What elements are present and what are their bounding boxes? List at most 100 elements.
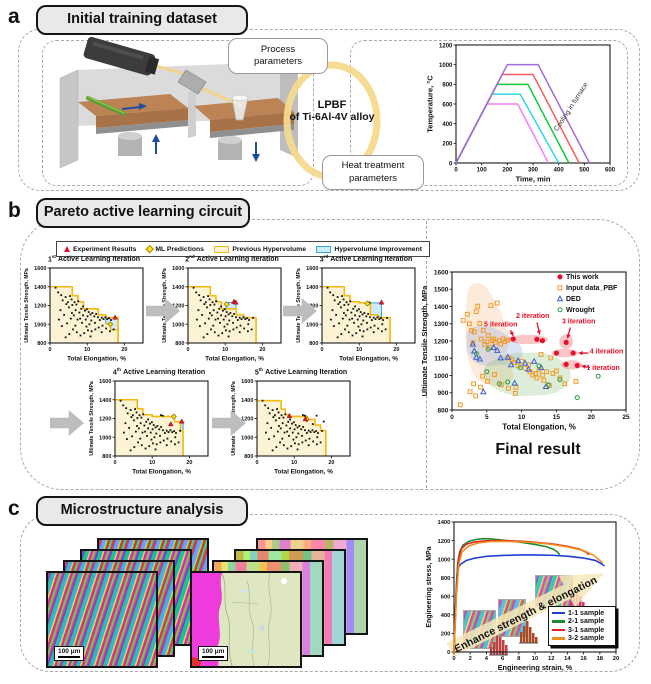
panel-b-border xyxy=(20,219,640,490)
svg-text:1600: 1600 xyxy=(434,269,449,276)
svg-text:8: 8 xyxy=(517,656,521,662)
svg-text:400: 400 xyxy=(441,613,451,619)
svg-text:1400: 1400 xyxy=(34,285,46,291)
svg-text:Total Elongation, %: Total Elongation, % xyxy=(67,356,126,363)
ebsd-map-coarse-1: 100 μm xyxy=(190,571,302,668)
svg-text:1000: 1000 xyxy=(306,322,318,328)
panel-a-title: Initial training dataset xyxy=(36,5,248,35)
svg-text:Time, min: Time, min xyxy=(516,175,551,184)
lpbf-subtitle: of Ti-6Al-4V alloy xyxy=(289,111,375,123)
mirror-icon xyxy=(177,69,207,95)
svg-text:6: 6 xyxy=(501,656,505,662)
line-swatch-icon xyxy=(552,637,565,641)
svg-text:200: 200 xyxy=(502,167,513,173)
svg-text:1000: 1000 xyxy=(34,322,46,328)
svg-text:1600: 1600 xyxy=(99,379,111,385)
svg-text:Cooling in furnace: Cooling in furnace xyxy=(553,81,590,132)
svg-text:0: 0 xyxy=(454,167,458,173)
svg-text:300: 300 xyxy=(528,167,539,173)
svg-text:1200: 1200 xyxy=(434,338,449,345)
svg-text:1400: 1400 xyxy=(306,285,318,291)
panel-a-label: a xyxy=(8,5,20,28)
svg-text:1100: 1100 xyxy=(434,356,448,363)
line-swatch-icon xyxy=(552,620,565,623)
svg-text:0: 0 xyxy=(450,414,454,421)
svg-text:20: 20 xyxy=(259,347,265,353)
lpbf-center-text: LPBF of Ti-6Al-4V alloy xyxy=(282,99,382,123)
svg-text:10: 10 xyxy=(84,347,90,353)
process-parameters-line2: parameters xyxy=(253,56,303,67)
panel-b-label: b xyxy=(8,199,21,222)
svg-text:1400: 1400 xyxy=(434,304,449,311)
svg-text:Total Elongation, %: Total Elongation, % xyxy=(274,469,333,476)
svg-text:20: 20 xyxy=(588,414,596,421)
svg-text:400: 400 xyxy=(442,122,453,128)
panel-c-title: Microstructure analysis xyxy=(36,496,248,526)
svg-text:14: 14 xyxy=(564,656,571,662)
svg-text:1000: 1000 xyxy=(439,63,453,69)
final-result-caption: Final result xyxy=(495,441,581,458)
svg-text:0: 0 xyxy=(186,347,189,353)
printer-box-border xyxy=(42,40,314,186)
svg-text:1200: 1200 xyxy=(241,417,253,423)
svg-text:16: 16 xyxy=(580,656,587,662)
heat-parameters-line1: Heat treatment xyxy=(341,160,405,172)
svg-text:1600: 1600 xyxy=(306,266,318,272)
svg-text:600: 600 xyxy=(442,102,453,108)
histogram-icon xyxy=(489,631,508,656)
svg-text:0: 0 xyxy=(447,650,450,656)
legend-prev-label: Previous Hypervolume xyxy=(232,245,306,253)
svg-text:1 iteration: 1 iteration xyxy=(586,365,619,372)
svg-text:10: 10 xyxy=(222,347,228,353)
panel-b-title: Pareto active learning circuit xyxy=(36,198,250,228)
svg-text:5: 5 xyxy=(485,414,489,421)
svg-text:25: 25 xyxy=(622,414,630,421)
svg-text:600: 600 xyxy=(605,167,616,173)
svg-text:Ultimate Tensile Strength, MPa: Ultimate Tensile Strength, MPa xyxy=(24,268,30,343)
svg-text:10: 10 xyxy=(356,347,362,353)
histogram-icon xyxy=(519,621,538,644)
panel-c-border xyxy=(20,514,640,672)
svg-text:1400: 1400 xyxy=(437,520,450,526)
svg-text:800: 800 xyxy=(175,341,184,347)
heat-chart-border xyxy=(350,40,628,186)
svg-text:10: 10 xyxy=(291,460,297,466)
svg-text:20: 20 xyxy=(186,460,192,466)
svg-text:Total Elongation, %: Total Elongation, % xyxy=(502,423,576,432)
svg-text:100: 100 xyxy=(477,167,488,173)
svg-text:200: 200 xyxy=(441,632,451,638)
svg-text:Total Elongation, %: Total Elongation, % xyxy=(339,356,398,363)
svg-text:10: 10 xyxy=(532,656,538,662)
svg-text:18: 18 xyxy=(597,656,604,662)
line-swatch-icon xyxy=(552,611,565,615)
heat-treatment-parameters-box: Heat treatment parameters xyxy=(322,155,424,190)
pareto-legend-bar: Experiment Results ML Predictions Previo… xyxy=(56,241,430,257)
svg-text:3 iteration: 3 iteration xyxy=(562,318,595,325)
red-triangle-icon xyxy=(64,246,70,252)
svg-text:Engineering stress, MPa: Engineering stress, MPa xyxy=(426,546,433,627)
svg-text:1000: 1000 xyxy=(172,322,184,328)
stress-legend: 1-1 sample 2-1 sample 3-1 sample 3-2 sam… xyxy=(548,606,616,646)
panel-b-divider xyxy=(426,221,427,488)
svg-text:2: 2 xyxy=(469,656,472,662)
svg-text:1200: 1200 xyxy=(34,304,46,310)
svg-text:This work: This work xyxy=(566,274,599,281)
legend-sample-2-1: 2-1 sample xyxy=(552,618,612,625)
panel-a-border xyxy=(18,29,640,191)
svg-text:1200: 1200 xyxy=(172,304,184,310)
improvement-swatch-icon xyxy=(316,245,332,253)
svg-text:Ultimate Tensile Strength, MPa: Ultimate Tensile Strength, MPa xyxy=(89,381,95,456)
line-swatch-icon xyxy=(552,628,565,632)
svg-text:800: 800 xyxy=(37,341,46,347)
